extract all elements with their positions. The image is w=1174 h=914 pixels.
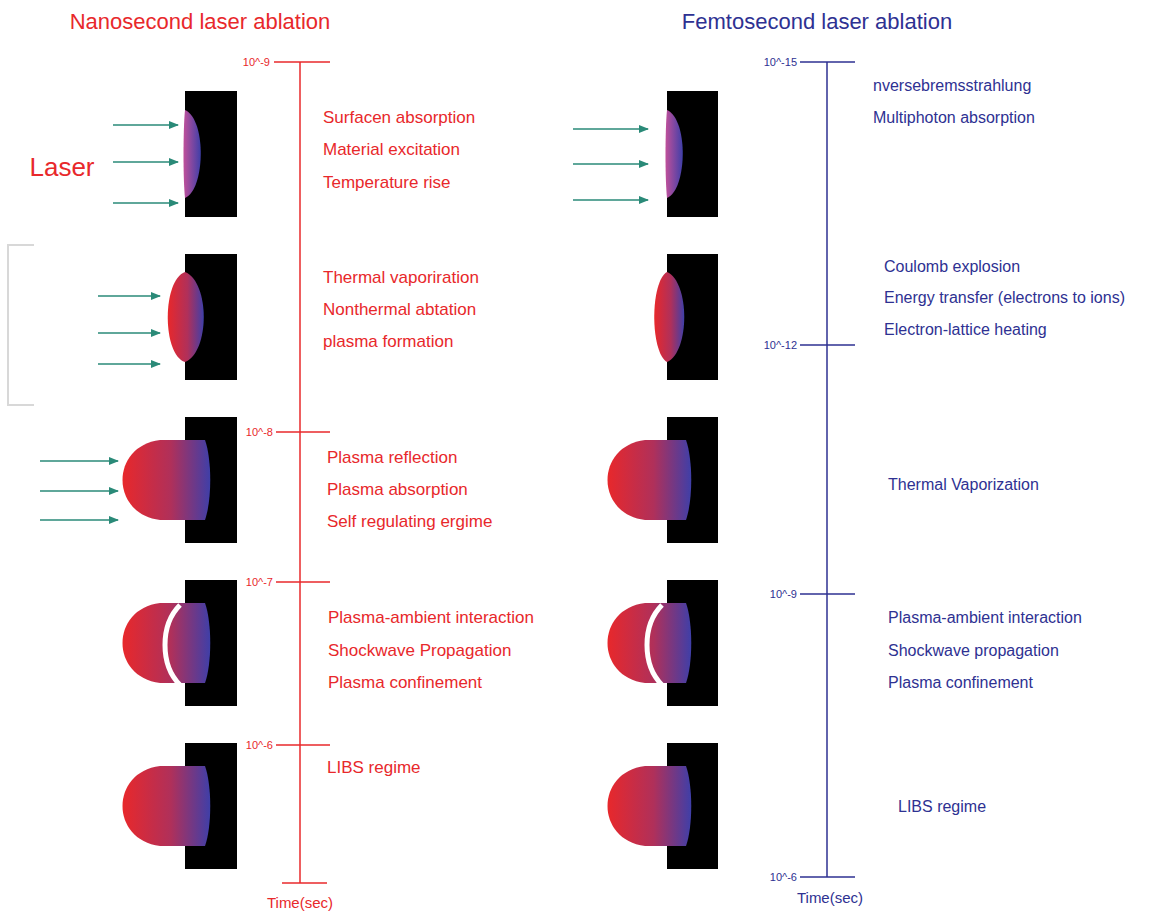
stage-text: Plasma-ambient interaction — [328, 608, 534, 628]
tick-label: 10^-9 — [770, 588, 797, 601]
column-title: Femtosecond laser ablation — [682, 9, 952, 34]
tick-label: 10^-8 — [246, 426, 273, 439]
stage-text: LIBS regime — [327, 758, 421, 778]
stage-text: Plasma confinement — [888, 674, 1033, 692]
tick-label: 10^-9 — [243, 56, 270, 69]
time-axis — [274, 62, 330, 883]
stage-text: Plasma reflection — [327, 448, 457, 468]
tick-label: 10^-6 — [246, 739, 273, 752]
stage-text: Shockwave Propagation — [328, 641, 511, 661]
stage-text: Coulomb explosion — [884, 258, 1020, 276]
stage-text: nversebremsstrahlung — [873, 77, 1031, 95]
axis-title: Time(sec) — [267, 894, 333, 911]
stage-text: LIBS regime — [898, 798, 986, 816]
stage-text: Self regulating ergime — [327, 512, 492, 532]
time-axis — [800, 62, 855, 877]
stage-text: Thermal Vaporization — [888, 476, 1039, 494]
tick-label: 10^-7 — [246, 576, 273, 589]
stage-text: Multiphoton absorption — [873, 109, 1035, 127]
tick-label: 10^-15 — [764, 56, 797, 69]
stage-text: Electron-lattice heating — [884, 321, 1047, 339]
stage-text: Plasma-ambient interaction — [888, 609, 1082, 627]
stage-text: Surfacen absorption — [323, 108, 475, 128]
stage-text: Plasma absorption — [327, 480, 468, 500]
stage-text: Shockwave propagation — [888, 642, 1059, 660]
stage-text: Thermal vaporiration — [323, 268, 479, 288]
stage-text: Plasma confinement — [328, 673, 482, 693]
stage-text: Energy transfer (electrons to ions) — [884, 289, 1125, 307]
laser-label: Laser — [29, 153, 94, 183]
column-title: Nanosecond laser ablation — [70, 9, 331, 34]
target — [185, 91, 718, 869]
stage-text: Material excitation — [323, 140, 460, 160]
axis-title: Time(sec) — [797, 889, 863, 906]
stage-text: Nonthermal abtation — [323, 300, 476, 320]
laser-arrow — [40, 125, 648, 520]
tick-label: 10^-6 — [770, 871, 797, 884]
tick-label: 10^-12 — [764, 339, 797, 352]
stage-text: Temperature rise — [323, 173, 451, 193]
stage-text: plasma formation — [323, 332, 453, 352]
